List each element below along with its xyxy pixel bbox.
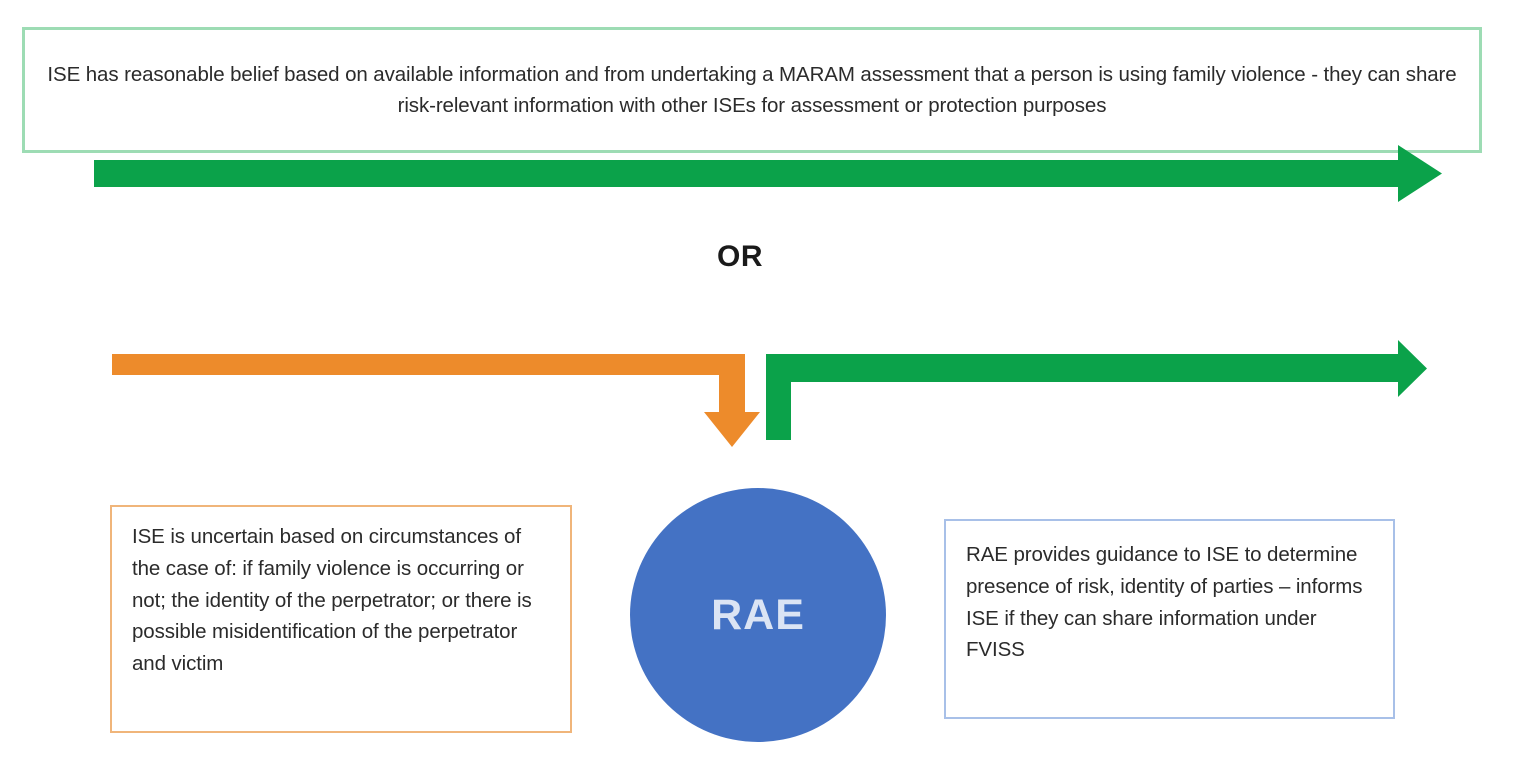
rae-node: RAE xyxy=(630,488,886,742)
green-arrow-top-icon xyxy=(94,145,1442,202)
uncertain-box-text: ISE is uncertain based on circumstances … xyxy=(132,525,532,676)
guidance-box: RAE provides guidance to ISE to determin… xyxy=(944,519,1395,719)
statement-box: ISE has reasonable belief based on avail… xyxy=(22,27,1482,153)
green-arrow-elbow-icon xyxy=(766,340,1427,440)
orange-arrow-elbow-icon xyxy=(112,354,760,447)
uncertain-box: ISE is uncertain based on circumstances … xyxy=(110,505,572,733)
or-connector-label: OR xyxy=(717,240,763,273)
rae-node-label: RAE xyxy=(711,590,805,639)
guidance-box-text: RAE provides guidance to ISE to determin… xyxy=(966,543,1363,662)
statement-box-text: ISE has reasonable belief based on avail… xyxy=(47,62,1457,117)
